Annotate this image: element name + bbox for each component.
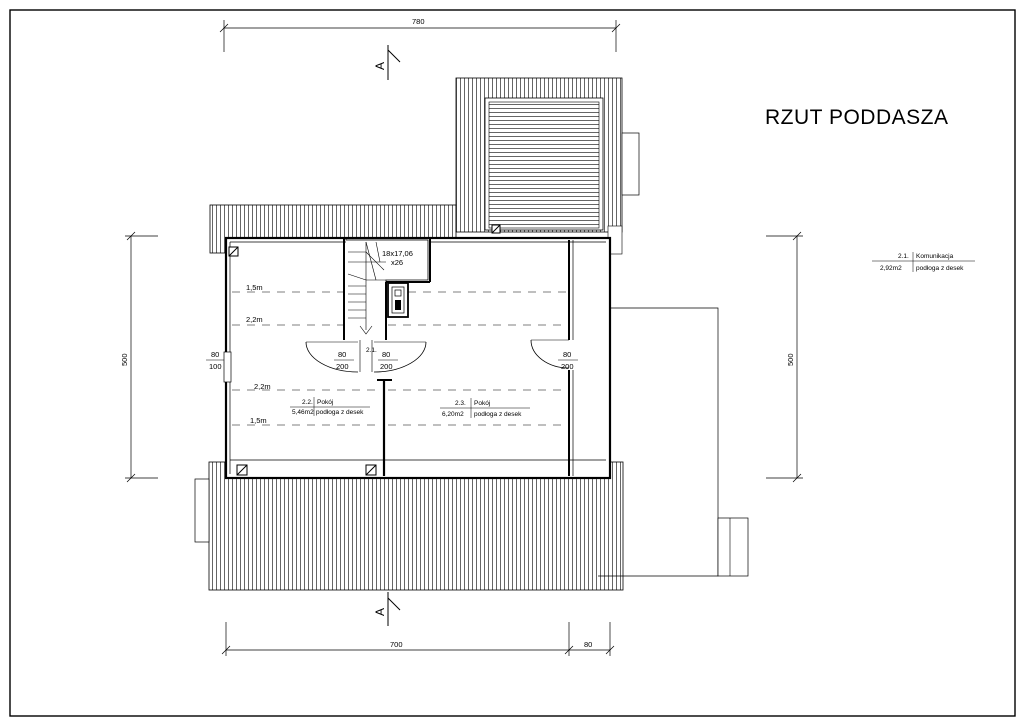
door-swings: [305, 339, 570, 373]
svg-text:100: 100: [209, 362, 222, 371]
stair-label: 18x17,06: [382, 249, 413, 258]
svg-text:Pokój: Pokój: [474, 400, 490, 407]
svg-text:2.1.: 2.1.: [898, 253, 909, 260]
svg-text:200: 200: [380, 362, 393, 371]
room-label-2-1: 2.1.: [366, 347, 377, 354]
dimension-label-left: 500: [120, 353, 129, 366]
svg-text:5,46m2: 5,46m2: [292, 409, 314, 416]
roof-top-dormer: [455, 77, 640, 255]
window-left-wall: [223, 351, 232, 383]
svg-text:80: 80: [563, 350, 571, 359]
section-marker-bottom: [387, 592, 401, 626]
svg-text:2.2.: 2.2.: [302, 399, 313, 406]
svg-text:80: 80: [211, 350, 219, 359]
dimension-label-top: 780: [412, 17, 425, 26]
dimension-right: [766, 231, 803, 483]
opening-label-left-wall: 80 100: [206, 350, 224, 371]
stair-label: x26: [391, 258, 403, 267]
svg-text:6,20m2: 6,20m2: [442, 411, 464, 418]
dimension-label-bottom-right: 80: [584, 640, 592, 649]
svg-text:2,92m2: 2,92m2: [880, 265, 902, 272]
ceiling-height-label: 2,2m: [246, 315, 263, 324]
vent-icon: [228, 224, 501, 476]
svg-text:80: 80: [338, 350, 346, 359]
drawing-title: RZUT PODDASZA: [765, 106, 948, 129]
ceiling-lines: [232, 291, 567, 426]
dimension-bottom: [221, 622, 615, 656]
section-marker-top: [387, 45, 401, 80]
opening-label-door-center: 80 200: [378, 350, 398, 371]
staircase: [347, 241, 386, 335]
room-label-2-3: 2.3. Pokój 6,20m2 podłoga z desek: [440, 398, 530, 418]
svg-text:podłoga z desek: podłoga z desek: [474, 411, 522, 418]
opening-label-door-right: 80 200: [558, 350, 578, 371]
ceiling-height-label: 2,2m: [254, 382, 271, 391]
svg-text:podłoga z desek: podłoga z desek: [916, 265, 964, 272]
svg-text:200: 200: [561, 362, 574, 371]
dimension-label-right: 500: [786, 353, 795, 366]
svg-text:podłoga z desek: podłoga z desek: [316, 409, 364, 416]
room-label-2-2: 2.2. Pokój 5,46m2 podłoga z desek: [290, 397, 370, 416]
dimension-label-bottom: 700: [390, 640, 403, 649]
sheet-border: [9, 9, 1016, 717]
opening-label-door-left: 80 200: [334, 350, 354, 371]
ceiling-height-label: 1,5m: [250, 416, 267, 425]
room-legend: 2.1. Komunikacja 2,92m2 podłoga z desek: [872, 252, 975, 272]
roof-bottom: [194, 461, 624, 591]
svg-text:2.1.: 2.1.: [366, 347, 377, 354]
chimney-icon: [387, 282, 409, 318]
section-marker-label-bottom: A: [373, 608, 387, 616]
svg-text:200: 200: [336, 362, 349, 371]
dimension-top: [219, 20, 621, 52]
svg-text:Pokój: Pokój: [317, 399, 333, 406]
svg-text:Komunikacja: Komunikacja: [916, 253, 954, 260]
ceiling-height-label: 1,5m: [246, 283, 263, 292]
svg-text:80: 80: [382, 350, 390, 359]
dimension-left: [125, 231, 158, 483]
section-marker-label-top: A: [373, 62, 387, 70]
svg-text:2.3.: 2.3.: [455, 400, 466, 407]
